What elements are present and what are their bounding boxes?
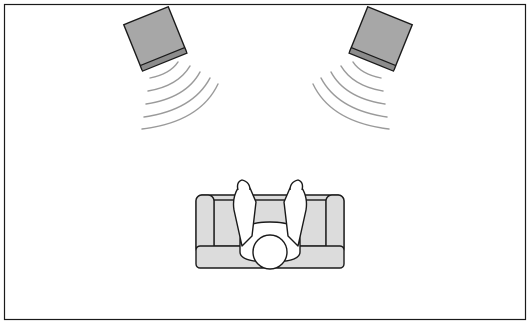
right-wave-arc-2 bbox=[340, 65, 384, 92]
left-sound-waves bbox=[141, 61, 219, 130]
right-speaker-icon bbox=[348, 5, 414, 72]
right-wave-arc-1 bbox=[352, 61, 382, 79]
right-wave-arc-3 bbox=[330, 71, 386, 105]
left-wave-arc-1 bbox=[149, 61, 179, 79]
person-top-view-icon bbox=[232, 179, 308, 270]
person-head bbox=[252, 234, 288, 270]
left-wave-arc-3 bbox=[145, 71, 201, 105]
left-wave-arc-4 bbox=[143, 77, 211, 118]
left-wave-arc-2 bbox=[147, 65, 191, 92]
right-sound-waves bbox=[312, 61, 390, 130]
right-wave-arc-4 bbox=[320, 77, 388, 118]
room-border bbox=[3, 3, 527, 321]
person-right-hand bbox=[289, 179, 304, 191]
left-speaker-icon bbox=[122, 5, 188, 72]
sofa-icon bbox=[195, 194, 345, 269]
left-wave-arc-5 bbox=[141, 83, 219, 130]
person-left-hand bbox=[236, 179, 251, 191]
right-wave-arc-5 bbox=[312, 83, 390, 130]
